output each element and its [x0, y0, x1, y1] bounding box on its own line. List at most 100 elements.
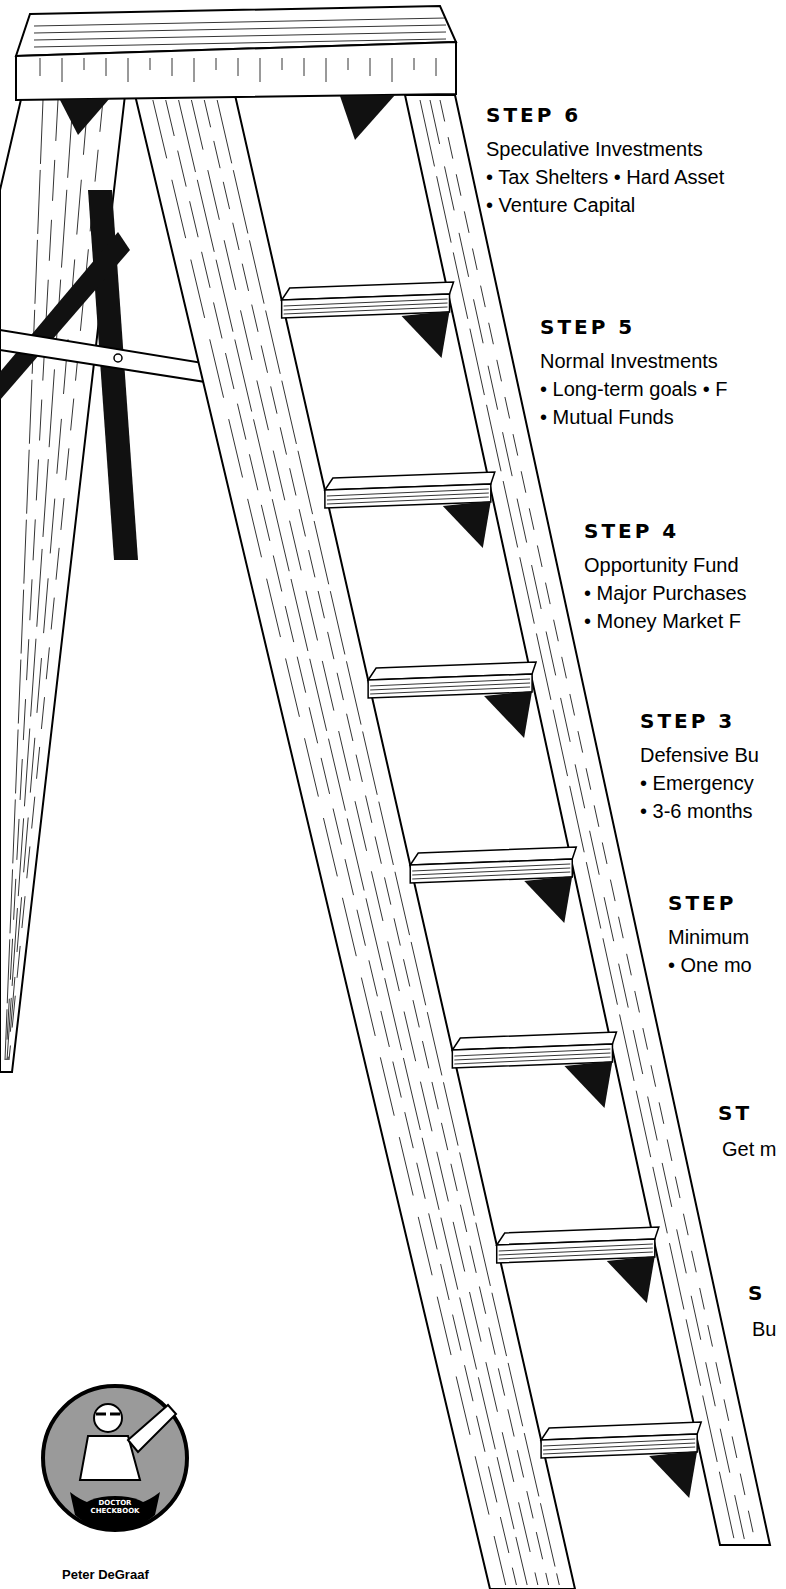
step-heading: STEP — [668, 892, 736, 914]
grain-line — [304, 58, 305, 76]
logo-text: DOCTOR CHECKBOOK — [89, 1500, 141, 1515]
logo-badge — [43, 1386, 187, 1530]
grain-line — [216, 58, 217, 70]
grain-line — [436, 58, 437, 76]
grain-line — [348, 58, 349, 70]
step-line — [370, 687, 530, 694]
wood-grain — [34, 18, 446, 82]
platform-front — [16, 42, 456, 100]
step-line — [327, 489, 489, 496]
grain-line — [282, 58, 283, 70]
diagonal-brace — [0, 232, 130, 400]
grain-line — [34, 39, 446, 47]
step-title: Opportunity Fund — [584, 554, 739, 576]
grain-line — [172, 58, 173, 76]
grain-line — [6, 100, 58, 1060]
grain-line — [326, 58, 327, 82]
step-bracket — [443, 501, 491, 548]
grain-line — [128, 58, 129, 82]
step-item: • Mutual Funds — [540, 406, 674, 428]
step-item: • 3-6 months — [640, 800, 753, 822]
grain-line — [153, 100, 506, 1585]
author-credit: Peter DeGraaf — [62, 1568, 149, 1582]
grain-line — [217, 100, 559, 1585]
grain-line — [9, 100, 103, 1060]
bracket — [60, 98, 110, 135]
grain-line — [8, 100, 88, 1060]
grain-line — [84, 58, 85, 70]
rivet — [114, 354, 122, 362]
step-line — [454, 1053, 610, 1060]
grain-line — [34, 25, 446, 33]
step-line — [543, 1443, 695, 1450]
step-title: Speculative Investments — [486, 138, 703, 160]
step-heading: STEP 5 — [540, 316, 635, 338]
step-line — [327, 493, 489, 500]
step-heading: S — [748, 1282, 765, 1304]
grain-line — [7, 100, 73, 1060]
step-line — [370, 683, 530, 690]
grain-line — [5, 100, 43, 1060]
grain-line — [34, 18, 446, 26]
step-bracket — [649, 1451, 697, 1498]
step-title: Normal Investments — [540, 350, 718, 372]
step-heading: ST — [718, 1102, 752, 1124]
grain-line — [40, 58, 41, 76]
step-line — [454, 1057, 610, 1064]
step-heading: STEP 3 — [640, 710, 735, 732]
step-heading: STEP 4 — [584, 520, 679, 542]
grain-line — [440, 100, 755, 1540]
grain-line — [370, 58, 371, 76]
grain-line — [392, 58, 393, 82]
logo-banner — [81, 1496, 149, 1524]
step-item: • Venture Capital — [486, 194, 635, 216]
step-line — [543, 1439, 695, 1446]
grain-line — [106, 58, 107, 76]
step-line — [543, 1447, 695, 1454]
step-bracket — [484, 691, 532, 738]
wood-grain — [153, 100, 755, 1585]
step-item: • Long-term goals • F — [540, 378, 727, 400]
step-bracket — [402, 311, 450, 358]
step-title: Minimum — [668, 926, 749, 948]
grain-line — [166, 100, 517, 1585]
step-title: Bu — [752, 1318, 776, 1340]
grain-line — [260, 58, 261, 82]
step-item: • Major Purchases — [584, 582, 747, 604]
step-bracket — [607, 1256, 655, 1303]
logo-glasses — [96, 1413, 120, 1416]
grain-line — [179, 100, 528, 1585]
step-line — [412, 864, 570, 871]
step-line — [454, 1049, 610, 1056]
step-line — [499, 1248, 653, 1255]
step-item: • Money Market F — [584, 610, 741, 632]
step-bracket — [564, 1061, 612, 1108]
step-line — [412, 872, 570, 879]
step-line — [499, 1244, 653, 1251]
bracket — [340, 95, 395, 140]
logo-arm — [128, 1405, 176, 1452]
step-item: • Emergency — [640, 772, 754, 794]
wood-grain — [5, 100, 103, 1060]
ladder-steps — [282, 282, 702, 1498]
grain-line — [191, 100, 537, 1585]
step-title: Get m — [722, 1138, 776, 1160]
step-line — [412, 868, 570, 875]
step-heading: STEP 6 — [486, 104, 581, 126]
grain-line — [238, 58, 239, 76]
grain-line — [150, 58, 151, 70]
step-line — [499, 1252, 653, 1259]
step-item: • Tax Shelters • Hard Asset — [486, 166, 724, 188]
left-rail — [135, 95, 575, 1589]
step-line — [370, 679, 530, 686]
grain-line — [194, 58, 195, 82]
grain-line — [414, 58, 415, 70]
step-line — [327, 497, 489, 504]
step-line — [284, 299, 448, 306]
grain-line — [62, 58, 63, 82]
step-bracket — [524, 876, 572, 923]
logo-head — [94, 1404, 122, 1432]
grain-line — [204, 100, 548, 1585]
logo-banner — [70, 1492, 160, 1530]
